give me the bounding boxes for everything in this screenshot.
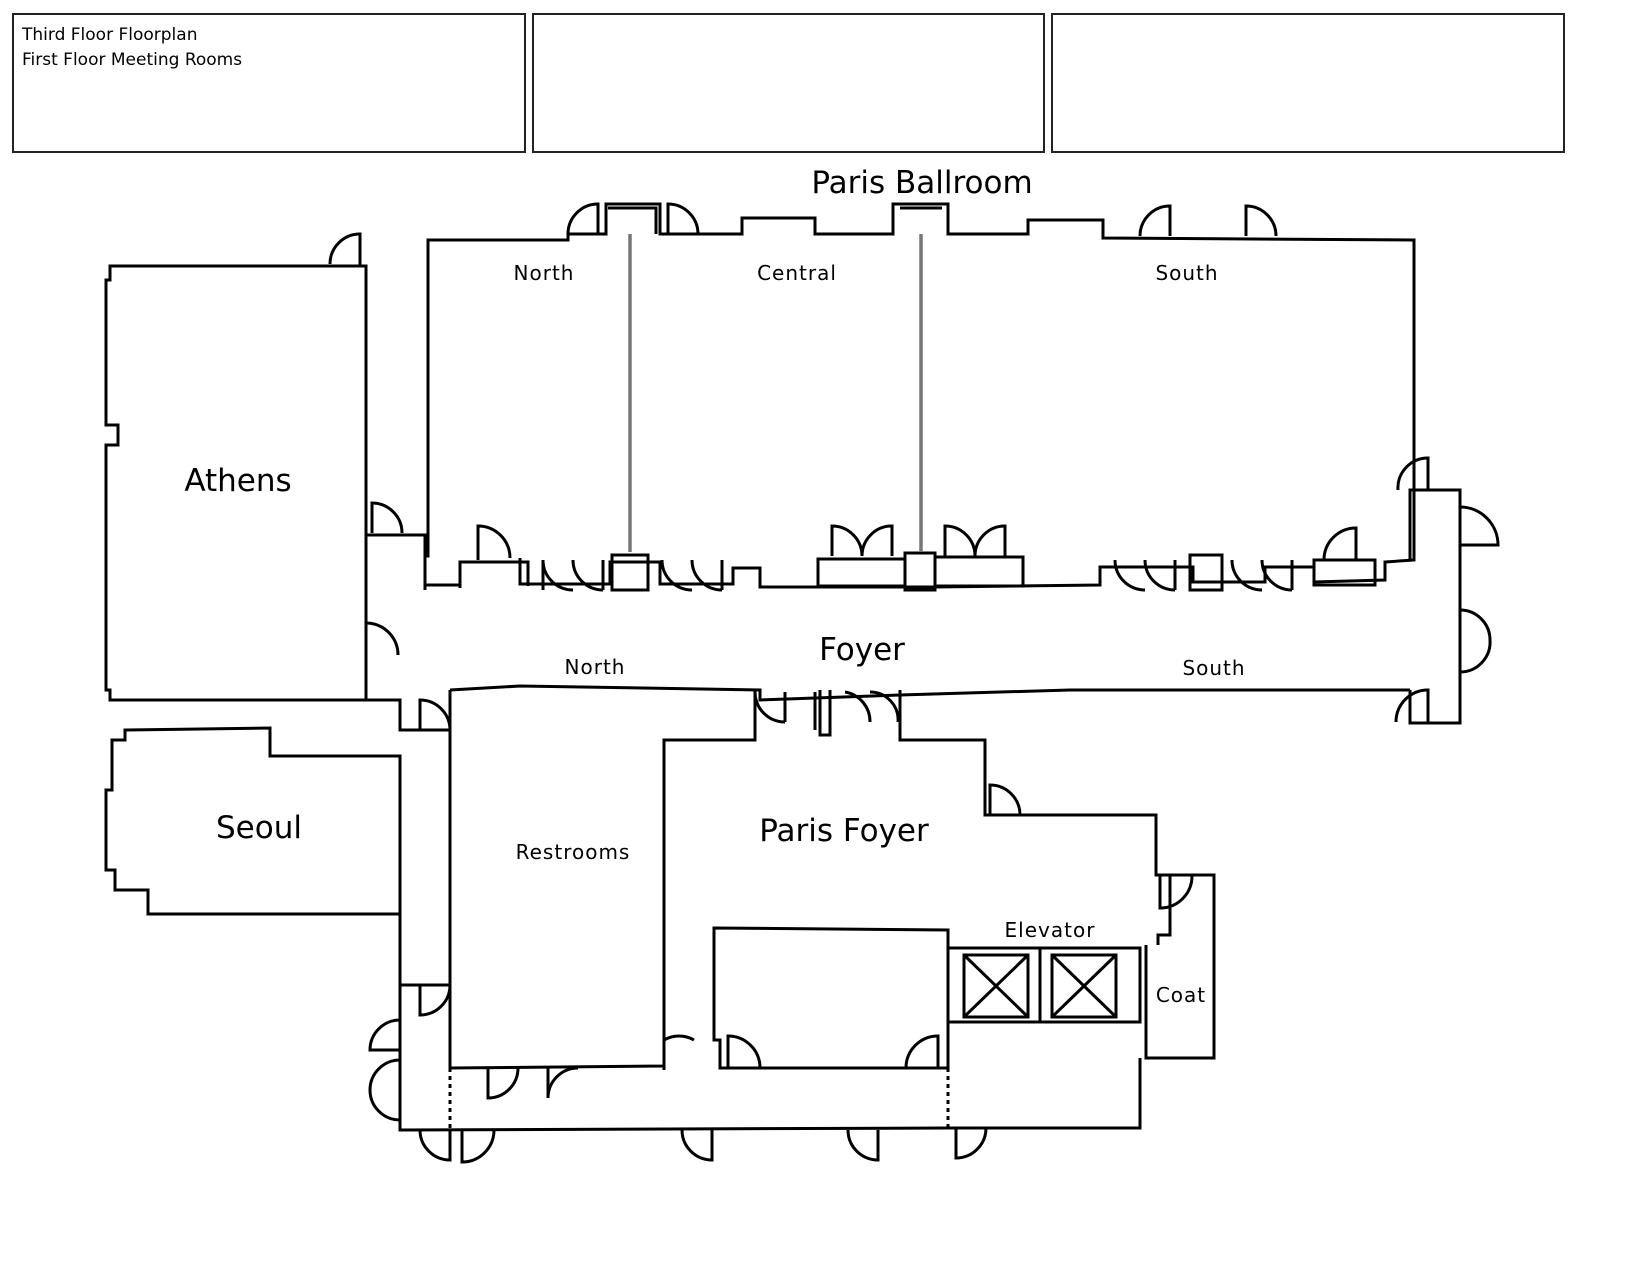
label-paris-foyer: Paris Foyer xyxy=(759,813,929,849)
label-foyer: Foyer xyxy=(819,632,905,668)
inner-room-walls xyxy=(662,926,950,1070)
label-athens: Athens xyxy=(184,463,291,499)
lower-corridor-walls xyxy=(368,983,1142,1164)
label-restrooms: Restrooms xyxy=(516,840,631,864)
label-seoul: Seoul xyxy=(216,810,302,846)
header-subtitle: First Floor Meeting Rooms xyxy=(22,50,243,70)
ballroom-bottom-doors xyxy=(476,524,1358,592)
coat-room-walls xyxy=(1144,873,1216,1060)
seoul-walls xyxy=(104,726,402,985)
header-title: Third Floor Floorplan xyxy=(22,25,198,45)
header-box-middle xyxy=(532,13,1045,153)
label-ballroom-north: North xyxy=(514,261,575,285)
ballroom-top-doors xyxy=(566,202,1278,237)
label-paris-ballroom: Paris Ballroom xyxy=(811,165,1032,201)
elevator-shaft xyxy=(946,946,1142,1024)
header-box-right xyxy=(1051,13,1565,153)
label-elevator: Elevator xyxy=(1005,918,1096,942)
label-coat: Coat xyxy=(1156,983,1206,1007)
label-foyer-north: North xyxy=(565,655,626,679)
restrooms-walls xyxy=(398,690,757,1070)
paris-foyer-walls xyxy=(664,690,1172,945)
header-box-left: Third Floor Floorplan First Floor Meetin… xyxy=(12,13,526,153)
foyer-walls xyxy=(364,456,1500,732)
paris-ballroom-walls xyxy=(423,202,1416,592)
label-ballroom-south: South xyxy=(1155,261,1218,285)
label-ballroom-central: Central xyxy=(757,261,837,285)
label-foyer-south: South xyxy=(1182,656,1245,680)
